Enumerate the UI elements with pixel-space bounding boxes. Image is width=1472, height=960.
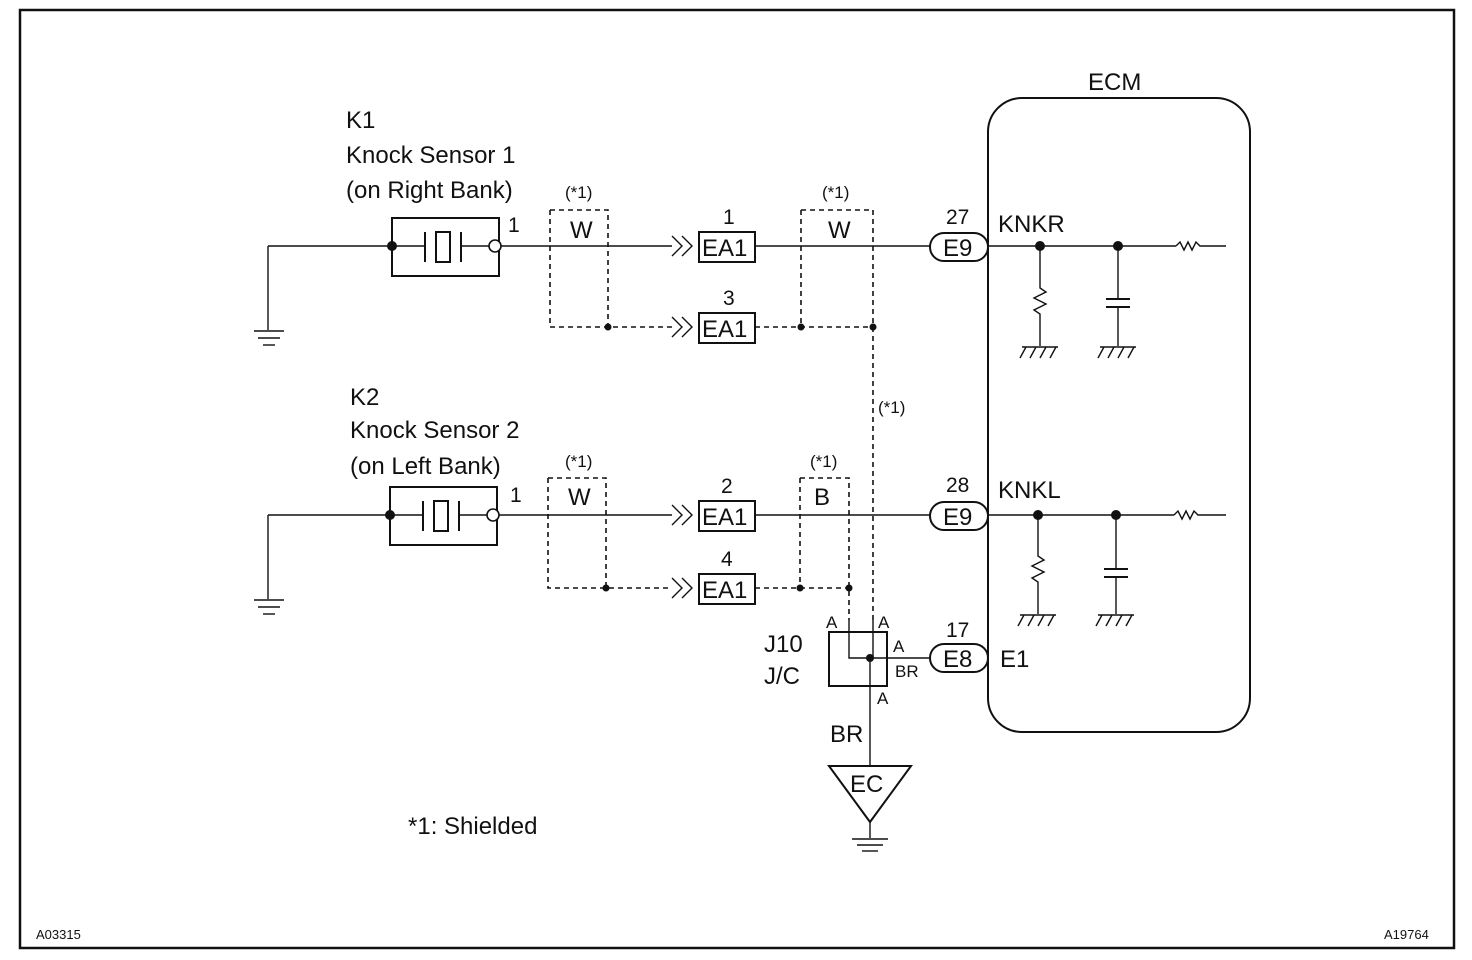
- figure-id-left: A03315: [36, 927, 81, 942]
- junction-connector-j10: [828, 620, 930, 687]
- ecm-title: ECM: [1088, 69, 1141, 96]
- svg-text:EA1: EA1: [702, 235, 747, 262]
- figure-id-right: A19764: [1384, 927, 1429, 942]
- svg-text:E8: E8: [943, 646, 972, 673]
- shield-mark-2b: (*1): [810, 452, 837, 471]
- sensor1-location: (on Right Bank): [346, 177, 513, 204]
- svg-text:1: 1: [723, 206, 735, 229]
- svg-text:KNKR: KNKR: [998, 211, 1065, 238]
- footnote: *1: Shielded: [408, 813, 537, 840]
- sensor2-name: Knock Sensor 2: [350, 417, 519, 444]
- svg-text:17: 17: [946, 619, 969, 642]
- sensor2-pin: 1: [510, 484, 522, 507]
- svg-text:3: 3: [723, 287, 735, 310]
- sensor2-location: (on Left Bank): [350, 453, 501, 480]
- sensor2-ground-icon: [254, 515, 284, 615]
- ecm-input-circuit-2: [988, 509, 1226, 627]
- ecm-terminal-17: 17 E8 E1: [929, 619, 1029, 673]
- ecm-terminal-27: 27 E9 KNKR: [929, 206, 1065, 262]
- svg-text:4: 4: [721, 548, 733, 571]
- junction-name: J/C: [764, 663, 800, 690]
- knock-sensor-1-icon: [387, 217, 502, 277]
- svg-text:E9: E9: [943, 504, 972, 531]
- ecm-input-circuit-1: [988, 240, 1226, 359]
- jc-pin-a-2: A: [878, 613, 890, 632]
- svg-text:28: 28: [946, 474, 969, 497]
- jc-pin-a-3: A: [893, 637, 905, 656]
- svg-text:E1: E1: [1000, 646, 1029, 673]
- ground-point-ec-icon: [827, 765, 913, 852]
- svg-text:E9: E9: [943, 235, 972, 262]
- knock-sensor-2-icon: [385, 486, 500, 546]
- ground-point-label: EC: [850, 771, 883, 798]
- sensor1-ground-icon: [254, 246, 284, 346]
- ground-wire-color: BR: [830, 721, 863, 748]
- connector-ea1-pin3: 3 EA1: [671, 287, 756, 344]
- diagram-frame: [18, 8, 1456, 950]
- k1-wire-color-left: W: [570, 217, 593, 244]
- k2-wire-color-left: W: [568, 484, 591, 511]
- connector-ea1-pin4: 4 EA1: [671, 548, 756, 605]
- jc-pin-a-4: A: [877, 689, 889, 708]
- sensor1-name: Knock Sensor 1: [346, 142, 515, 169]
- k2-wire-color-right: B: [814, 484, 830, 511]
- ecm-box: [987, 97, 1251, 733]
- connector-ea1-pin2: 2 EA1: [671, 475, 756, 532]
- svg-text:2: 2: [721, 475, 733, 498]
- connector-ea1-pin1: 1 EA1: [671, 206, 756, 263]
- shield-mark-ground: (*1): [878, 398, 905, 417]
- sensor2-code: K2: [350, 384, 379, 411]
- k1-wire-color-right: W: [828, 217, 851, 244]
- shield-mark-2a: (*1): [565, 452, 592, 471]
- sensor1-pin: 1: [508, 214, 520, 237]
- shield-mark-1a: (*1): [565, 183, 592, 202]
- jc-pin-a-1: A: [826, 613, 838, 632]
- svg-text:27: 27: [946, 206, 969, 229]
- junction-code: J10: [764, 631, 803, 658]
- ecm-terminal-28: 28 E9 KNKL: [929, 474, 1061, 531]
- shield-mark-1b: (*1): [822, 183, 849, 202]
- jc-out-wire-color: BR: [895, 662, 919, 681]
- sensor1-code: K1: [346, 107, 375, 134]
- svg-text:EA1: EA1: [702, 577, 747, 604]
- svg-text:EA1: EA1: [702, 316, 747, 343]
- svg-text:EA1: EA1: [702, 504, 747, 531]
- svg-text:KNKL: KNKL: [998, 477, 1061, 504]
